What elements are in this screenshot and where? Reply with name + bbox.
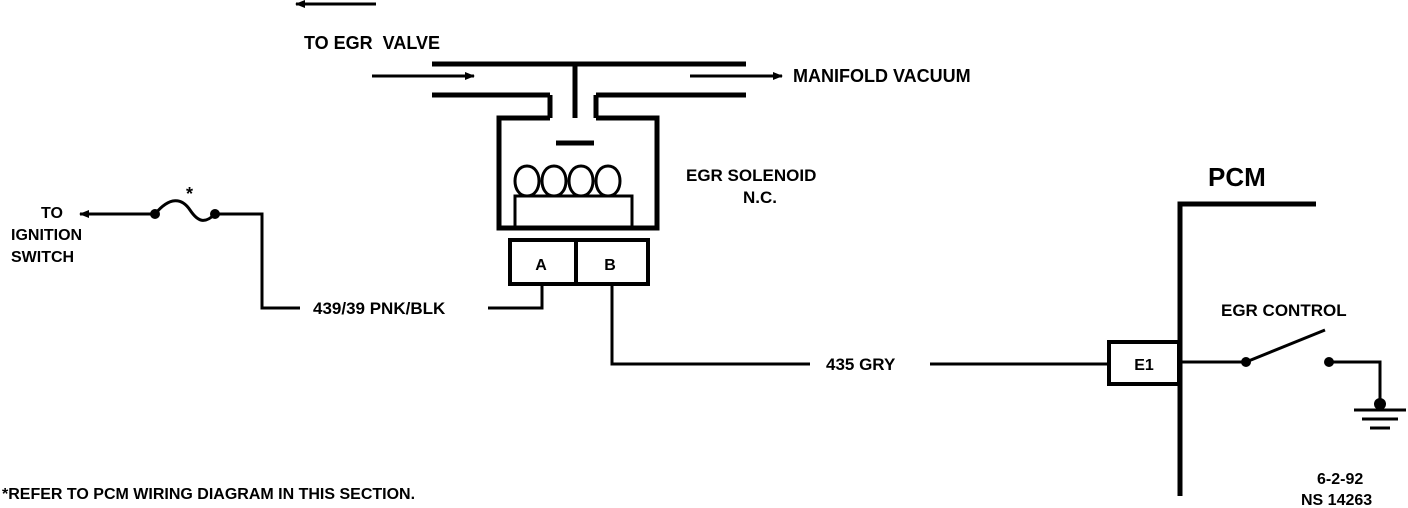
egr-control-label: EGR CONTROL <box>1221 301 1347 320</box>
egr-control-switch-icon <box>1180 328 1382 404</box>
terminal-b-box <box>574 238 650 286</box>
wire-pnk-blk-to-a <box>488 284 544 310</box>
terminal-a-label: A <box>535 257 547 274</box>
diagram-date: 6-2-92 <box>1317 471 1363 488</box>
egr-solenoid <box>496 115 660 231</box>
fuse-icon <box>150 199 220 222</box>
vacuum-tubing <box>432 61 746 118</box>
pcm-boundary <box>1177 201 1316 496</box>
pin-e1-label: E1 <box>1134 357 1154 374</box>
wire-ignition-to-fuse-out <box>215 212 300 310</box>
normally-closed-label: N.C. <box>743 188 777 207</box>
pin-e1-box <box>1107 340 1181 386</box>
wire-pnk-blk-label: 439/39 PNK/BLK <box>313 299 446 318</box>
terminal-b-label: B <box>604 257 616 274</box>
manifold-vacuum-label: MANIFOLD VACUUM <box>793 66 971 86</box>
wire-gry-label: 435 GRY <box>826 355 896 374</box>
pcm-label: PCM <box>1208 162 1266 192</box>
diagram-code: NS 14263 <box>1301 492 1372 508</box>
ignition-label: IGNITION <box>11 227 82 244</box>
solenoid-connector: A B <box>508 238 650 286</box>
fuse-asterisk: * <box>186 184 193 204</box>
to-egr-valve-label: TO EGR VALVE <box>304 33 440 53</box>
to-label: TO <box>41 205 63 222</box>
wire-b-to-gry <box>610 284 810 366</box>
switch-label: SWITCH <box>11 249 74 266</box>
ground-icon <box>1354 398 1406 430</box>
footnote: *REFER TO PCM WIRING DIAGRAM IN THIS SEC… <box>2 486 415 503</box>
egr-solenoid-label: EGR SOLENOID <box>686 166 816 185</box>
solenoid-coil-icon <box>513 164 634 228</box>
